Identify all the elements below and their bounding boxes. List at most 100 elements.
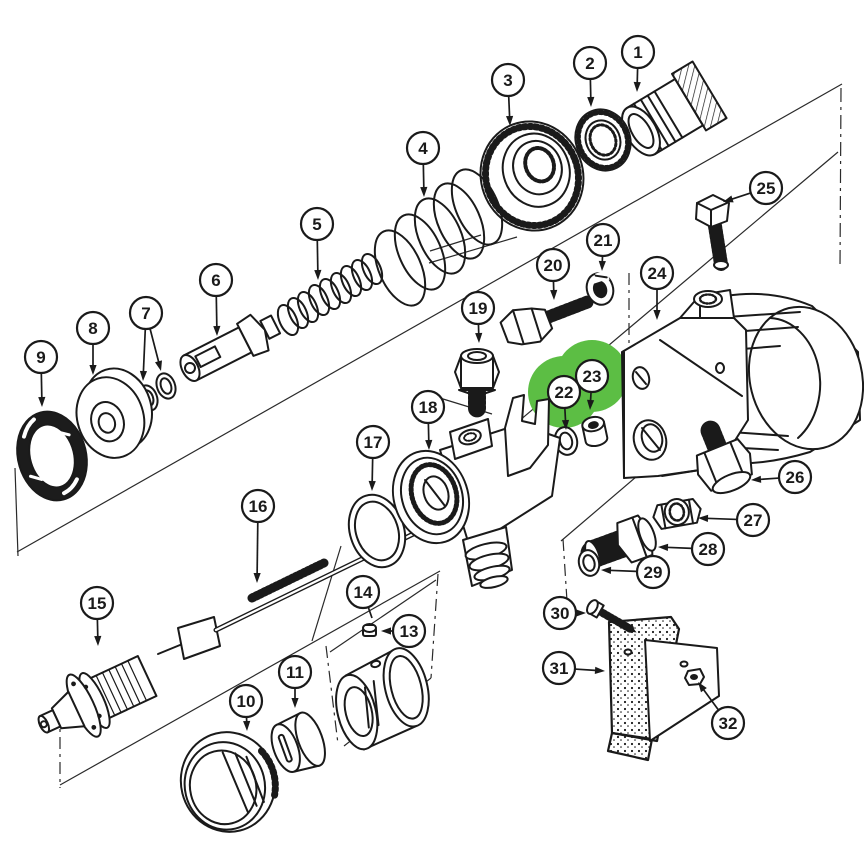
callout-number-18: 18 [419, 398, 438, 417]
callout-circle-28[interactable] [690, 531, 726, 567]
callout-23[interactable]: 23 [574, 358, 610, 410]
callout-15[interactable]: 15 [79, 585, 115, 646]
callout-number-21: 21 [594, 231, 613, 250]
leader-arrowhead [586, 399, 595, 410]
callout-circle-19[interactable] [460, 290, 496, 326]
callout-circle-5[interactable] [299, 206, 335, 242]
callout-22[interactable]: 22 [546, 374, 582, 430]
callout-number-5: 5 [312, 215, 321, 234]
callout-number-14: 14 [354, 583, 373, 602]
leader-arrowhead [653, 310, 661, 320]
callout-circle-27[interactable] [735, 502, 771, 538]
callout-7[interactable]: 7 [128, 295, 164, 381]
part-03-large-knurled-cap [479, 120, 585, 232]
callout-circle-23[interactable] [574, 358, 610, 394]
callout-circle-1[interactable] [620, 34, 656, 70]
callout-circle-20[interactable] [535, 247, 571, 283]
callout-25[interactable]: 25 [723, 170, 784, 206]
part-27-hex-nut [652, 498, 702, 530]
callout-circle-17[interactable] [355, 424, 391, 460]
callout-16[interactable]: 16 [240, 488, 276, 583]
callout-circle-2[interactable] [572, 45, 608, 81]
callout-18[interactable]: 18 [410, 389, 446, 450]
part-29-seal-ring [577, 549, 601, 577]
callout-number-31: 31 [550, 659, 569, 678]
callout-28[interactable]: 28 [658, 531, 726, 567]
part-02-knurled-ring-nut [574, 108, 632, 172]
callout-8[interactable]: 8 [75, 310, 111, 375]
callout-21[interactable]: 21 [585, 222, 621, 271]
callout-circle-21[interactable] [585, 222, 621, 258]
callout-circle-6[interactable] [198, 262, 234, 298]
callout-number-16: 16 [249, 497, 268, 516]
part-06-valve-stem [179, 313, 282, 382]
callout-circle-24[interactable] [639, 255, 675, 291]
leader-line [367, 606, 373, 619]
leader-arrowhead [587, 96, 595, 107]
callout-circle-14[interactable] [345, 574, 381, 610]
callout-2[interactable]: 2 [572, 45, 608, 107]
callout-3[interactable]: 3 [490, 62, 526, 126]
callout-19[interactable]: 19 [460, 290, 496, 343]
callout-10[interactable]: 10 [228, 683, 264, 731]
callout-circle-13[interactable] [391, 613, 427, 649]
part-20-hex-bolt [499, 294, 596, 346]
callout-4[interactable]: 4 [405, 130, 441, 197]
leader-arrowhead [420, 186, 428, 197]
callout-circle-32[interactable] [710, 705, 746, 741]
callout-circle-10[interactable] [228, 683, 264, 719]
leader-arrowhead [475, 332, 483, 343]
leader-arrowhead [576, 609, 586, 617]
callout-26[interactable]: 26 [751, 459, 813, 495]
callout-circle-11[interactable] [277, 654, 313, 690]
part-04-large-spring [373, 168, 504, 307]
leader-arrowhead [550, 289, 558, 300]
callout-29[interactable]: 29 [601, 554, 671, 590]
callout-circle-29[interactable] [635, 554, 671, 590]
callout-circle-8[interactable] [75, 310, 111, 346]
callout-9[interactable]: 9 [23, 339, 59, 407]
part-10-retaining-ring [179, 731, 279, 833]
callout-14[interactable]: 14 [345, 574, 381, 619]
part-08-flanged-bushing [75, 367, 153, 459]
callout-circle-31[interactable] [541, 650, 577, 686]
leader-arrowhead [213, 325, 221, 336]
part-09-retainer-ring [16, 410, 88, 502]
leader-arrowhead [139, 370, 148, 381]
leader-arrowhead [698, 514, 709, 522]
callout-circle-3[interactable] [490, 62, 526, 98]
callout-31[interactable]: 31 [541, 650, 605, 686]
callout-32[interactable]: 32 [698, 682, 746, 741]
callout-30[interactable]: 30 [542, 595, 586, 631]
callout-circle-15[interactable] [79, 585, 115, 621]
callout-number-11: 11 [286, 663, 304, 682]
callout-11[interactable]: 11 [277, 654, 313, 708]
callout-1[interactable]: 1 [620, 34, 656, 92]
callout-24[interactable]: 24 [639, 255, 675, 320]
callout-circle-30[interactable] [542, 595, 578, 631]
callout-circle-7[interactable] [128, 295, 164, 331]
callout-circle-22[interactable] [546, 374, 582, 410]
callout-circle-9[interactable] [23, 339, 59, 375]
leader-line [574, 668, 598, 672]
leader-arrowhead [314, 269, 322, 280]
callout-17[interactable]: 17 [355, 424, 391, 491]
leader-line [142, 328, 147, 374]
part-11-slotted-plug [270, 711, 326, 773]
callout-13[interactable]: 13 [381, 613, 427, 649]
callout-circle-25[interactable] [748, 170, 784, 206]
callout-27[interactable]: 27 [698, 502, 771, 538]
part-13-small-plug [362, 623, 377, 637]
callout-5[interactable]: 5 [299, 206, 335, 280]
leader-arrowhead [155, 360, 162, 371]
callout-number-15: 15 [88, 594, 107, 613]
callout-circle-4[interactable] [405, 130, 441, 166]
callout-number-28: 28 [699, 540, 718, 559]
callout-circle-18[interactable] [410, 389, 446, 425]
callout-circle-26[interactable] [777, 459, 813, 495]
callout-20[interactable]: 20 [535, 247, 571, 300]
part-21-lock-washer [585, 270, 615, 306]
leader-line [149, 328, 160, 364]
callout-circle-16[interactable] [240, 488, 276, 524]
callout-6[interactable]: 6 [198, 262, 234, 336]
